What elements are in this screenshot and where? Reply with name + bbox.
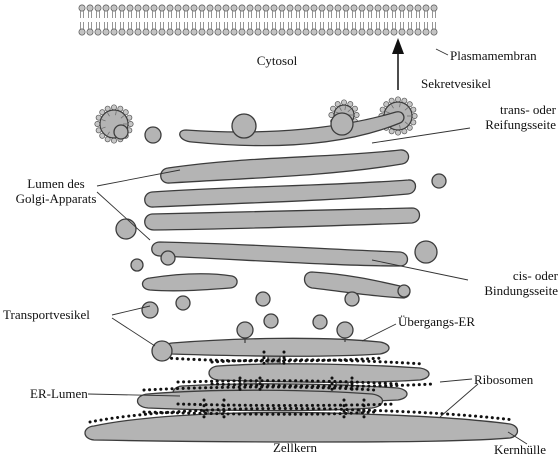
vesicle-8 [175, 295, 191, 311]
golgi-cisterna-2 [160, 149, 410, 184]
plasmamembran-label: Plasmamembran [450, 48, 537, 63]
vesicles [113, 124, 447, 362]
nuclear-envelope [84, 411, 519, 443]
trans-side-label-line1: trans- oder [500, 102, 556, 117]
vesicle-4 [130, 258, 144, 272]
vesicle-13 [312, 314, 328, 330]
vesicle-1 [113, 124, 129, 140]
vesicle-14 [151, 340, 173, 362]
er-cisterna-4 [136, 389, 384, 412]
vesicle-6 [431, 173, 447, 189]
vesicle-7 [414, 240, 438, 264]
ribosomes [88, 350, 516, 424]
golgi-lumen-label-line2: Golgi-Apparats [15, 191, 97, 206]
cis-side-label-line2: Bindungsseite [484, 283, 558, 298]
vesicle-10 [344, 291, 360, 307]
uebergangs-er-label: Übergangs-ER [398, 314, 476, 329]
ribosomes-connectors [202, 350, 366, 424]
leader-lines [87, 48, 528, 445]
vesicle-3 [115, 218, 137, 240]
cytosol-label: Cytosol [256, 53, 298, 68]
er-bud-right [336, 321, 354, 339]
golgi-cisterna-cis [151, 241, 409, 267]
vesicle-5 [160, 250, 176, 266]
er-bud-stalks [244, 338, 346, 343]
transportvesikel-label: Transportvesikel [3, 307, 90, 322]
kernhuelle-label: Kernhülle [494, 442, 546, 457]
ribosomen-label: Ribosomen [474, 372, 534, 387]
vesicle-9 [255, 291, 271, 307]
golgi-bud-trans-right [330, 112, 354, 136]
cis-side-label: cis- oder Bindungsseite [440, 268, 558, 298]
golgi-cisterna-3 [144, 179, 417, 208]
vesicle-11 [141, 301, 159, 319]
golgi-lumen-label-line1: Lumen des [27, 176, 85, 191]
trans-side-label: trans- oder Reifungsseite [440, 102, 556, 132]
plasma-membrane [78, 4, 438, 36]
cis-side-label-line1: cis- oder [512, 268, 558, 283]
ribosomes-er-2 [210, 358, 434, 388]
golgi-lumen-label: Lumen des Golgi-Apparats [6, 176, 106, 206]
golgi-apparatus [141, 111, 421, 299]
vesicle-12 [263, 313, 279, 329]
coated-vesicle-1 [94, 104, 134, 144]
er-cisterna-2 [208, 363, 430, 383]
golgi-bud-trans-left [231, 113, 257, 139]
er-lumen-label: ER-Lumen [30, 386, 88, 401]
trans-side-label-line2: Reifungsseite [485, 117, 556, 132]
er-cisterna-1 [163, 337, 390, 357]
golgi-fragment-right [303, 271, 411, 299]
golgi-cisterna-trans [179, 111, 405, 147]
zellkern-label: Zellkern [272, 440, 318, 455]
sekretvesikel-label: Sekretvesikel [421, 76, 492, 91]
golgi-fragment-left [141, 273, 238, 292]
er-bud-left [236, 321, 254, 339]
golgi-fragment-right-bud [397, 284, 411, 298]
secretion-arrow [392, 38, 404, 90]
vesicle-2 [144, 126, 162, 144]
ribosomes-envelope [88, 407, 516, 424]
golgi-cisterna-4 [144, 207, 421, 231]
